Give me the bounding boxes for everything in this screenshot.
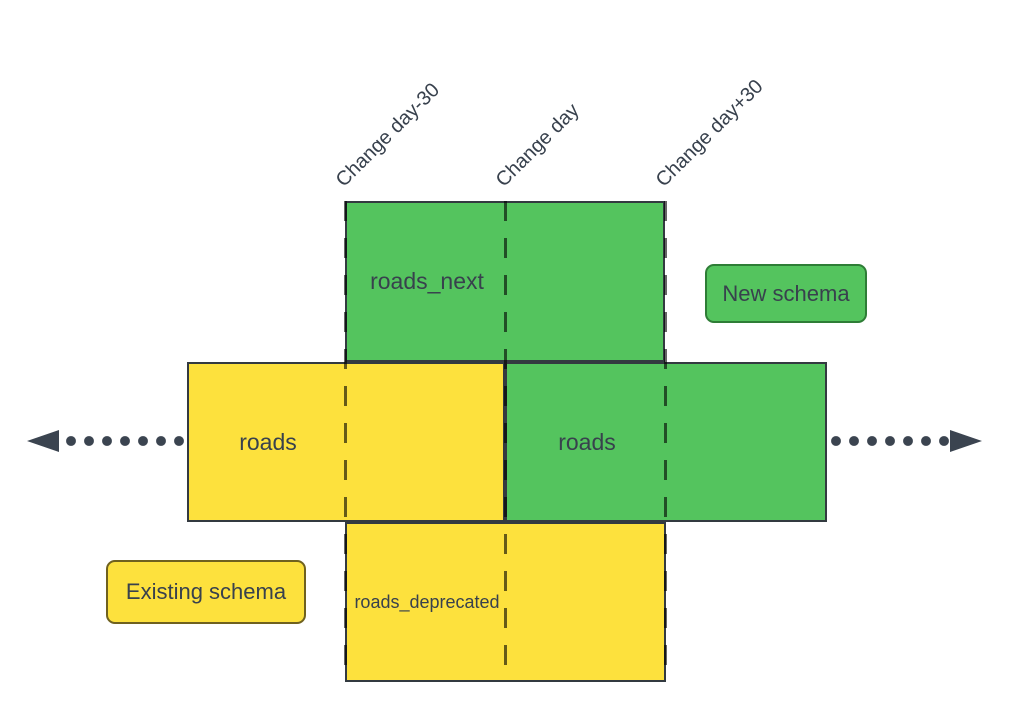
timeline-label-change-day-plus-30: Change day+30: [651, 75, 768, 192]
change-day-minus-30-guide-line: [344, 201, 347, 682]
existing-schema-badge: Existing schema: [106, 560, 306, 624]
roads-next-label: roads_next: [370, 268, 484, 294]
timeline-label-change-day-minus-30: Change day-30: [331, 79, 445, 192]
timeline-dotted-line-left: [62, 435, 187, 447]
timeline-dotted-line-right: [827, 435, 949, 447]
change-day-plus-30-guide-line: [664, 201, 667, 682]
timeline-arrow-right-icon: [950, 430, 982, 452]
roads-new-label: roads: [558, 428, 616, 455]
roads-deprecated-label: roads_deprecated: [354, 591, 500, 612]
timeline-arrow-left-icon: [27, 430, 59, 452]
change-day-guide-line: [504, 201, 507, 682]
roads-existing-label: roads: [239, 428, 297, 455]
timeline-label-change-day: Change day: [491, 99, 584, 192]
new-schema-badge: New schema: [705, 264, 867, 323]
